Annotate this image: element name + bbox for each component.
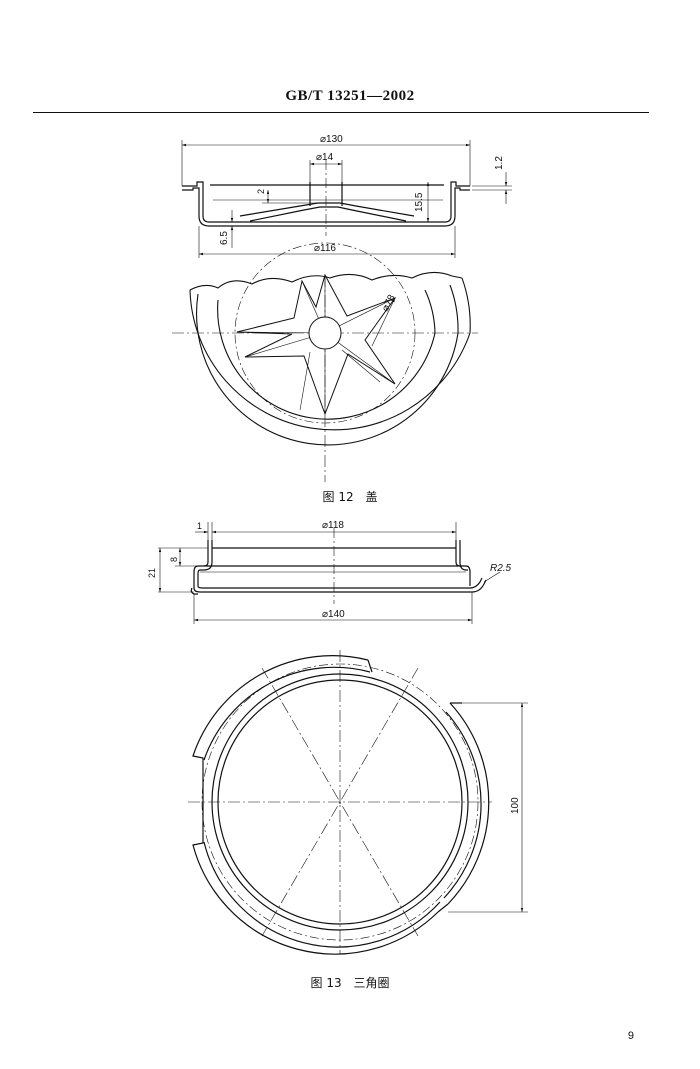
fig12-step-label: 2 bbox=[256, 189, 266, 194]
fig13-inner-height-label: 8 bbox=[169, 557, 179, 562]
fig12-dim-base bbox=[198, 226, 456, 258]
fig12-dim-step bbox=[262, 190, 318, 204]
figure13-title: 三角圈 bbox=[353, 976, 390, 990]
fig13-total-height-label: 21 bbox=[147, 568, 157, 578]
fig13-dim-heights bbox=[158, 547, 208, 593]
fig12-rim-label: 1.2 bbox=[494, 156, 505, 170]
fig13-dim-bottom bbox=[193, 592, 473, 624]
fig12-star bbox=[236, 273, 397, 416]
fig12-plan-view bbox=[189, 271, 471, 446]
fig13-radius-label: R2.5 bbox=[490, 563, 512, 574]
fig12-star-label: ⌀78 bbox=[380, 293, 398, 314]
fig13-section-view bbox=[190, 540, 487, 595]
figure13-number: 图 13 bbox=[310, 976, 342, 990]
fig13-dim-top bbox=[195, 522, 457, 540]
fig12-section-view bbox=[182, 181, 470, 227]
fig13-radius-leader bbox=[483, 571, 501, 583]
fig13-plan-view bbox=[192, 655, 490, 955]
fig13-dim-chord bbox=[448, 702, 528, 913]
fig12-star-leader bbox=[371, 297, 396, 347]
fig12-depth-label: 15.5 bbox=[414, 192, 425, 212]
fig13-lip-label: 1 bbox=[197, 521, 202, 531]
fig13-centerlines bbox=[188, 650, 492, 954]
figure12-number: 图 12 bbox=[322, 490, 354, 504]
page-number: 9 bbox=[627, 1030, 634, 1042]
standard-code: GB/T 13251—2002 bbox=[285, 88, 415, 104]
figure12-title: 盖 bbox=[365, 490, 378, 504]
fig12-bottom-label: 6.5 bbox=[219, 231, 230, 245]
fig13-bottom-dia-label: ⌀140 bbox=[322, 609, 345, 620]
fig13-chord-label: 100 bbox=[510, 797, 521, 814]
fig12-base-dia-label: ⌀116 bbox=[314, 243, 336, 254]
figure13-caption: 图 13 三角圈 bbox=[0, 974, 700, 991]
fig12-dim-outer bbox=[181, 140, 471, 186]
fig13-top-dia-label: ⌀118 bbox=[322, 520, 344, 531]
fig12-outer-dia-label: ⌀130 bbox=[320, 134, 343, 145]
fig12-dim-rim bbox=[472, 172, 512, 204]
fig12-center-dia-label: ⌀14 bbox=[316, 152, 334, 163]
header-rule bbox=[33, 112, 649, 113]
fig12-dim-bottom bbox=[214, 210, 240, 248]
figure12-caption: 图 12 盖 bbox=[0, 488, 700, 505]
fig12-dim-center bbox=[309, 160, 343, 182]
